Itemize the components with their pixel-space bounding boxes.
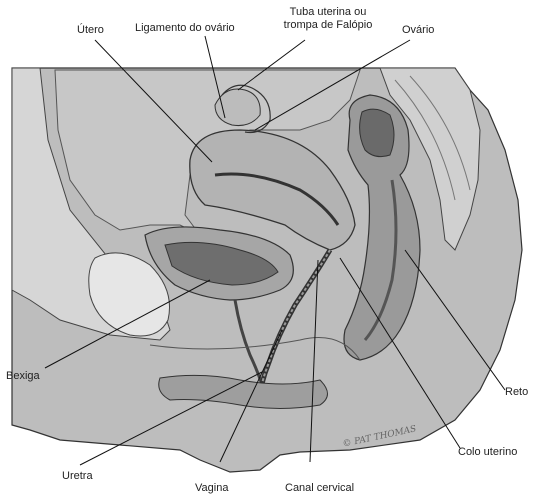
label-ligamento-ovario: Ligamento do ovário (135, 22, 235, 35)
label-ovario: Ovário (402, 24, 434, 37)
label-bexiga: Bexiga (6, 370, 40, 383)
label-uretra: Uretra (62, 470, 93, 483)
rectum-lumen (360, 109, 394, 157)
label-canal-cervical: Canal cervical (285, 482, 354, 495)
label-utero: Útero (77, 24, 104, 37)
label-vagina: Vagina (195, 482, 228, 495)
label-colo-uterino: Colo uterino (458, 446, 517, 459)
label-tuba-uterina: Tuba uterina ou trompa de Falópio (268, 6, 388, 32)
label-tuba-line2: trompa de Falópio (268, 19, 388, 32)
label-tuba-line1: Tuba uterina ou (268, 6, 388, 19)
label-reto: Reto (505, 386, 528, 399)
